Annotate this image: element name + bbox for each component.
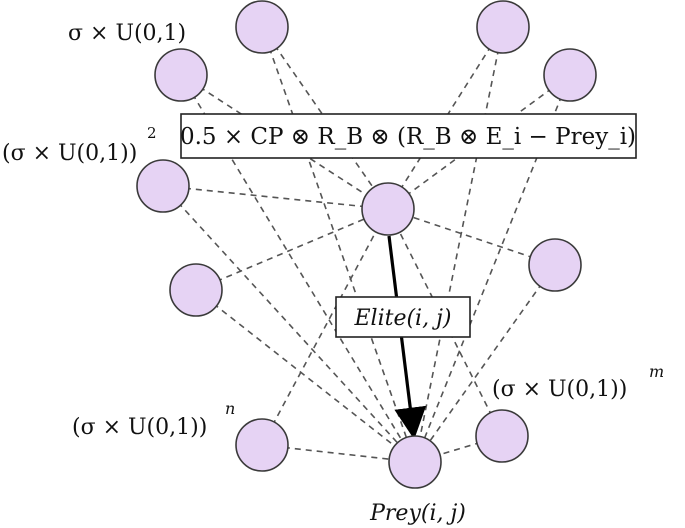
edge — [387, 26, 504, 210]
edge — [387, 208, 556, 266]
edge — [387, 208, 503, 437]
edge — [261, 26, 416, 463]
node-bottom-left — [235, 418, 289, 472]
label-sigma-u: σ × U(0,1) — [68, 21, 186, 46]
node-mid-right — [528, 238, 582, 292]
node-top-left-upper — [235, 0, 289, 54]
node-top-left — [154, 48, 208, 102]
node-center-elite — [361, 182, 415, 236]
label-sigma-u-squared-exponent: 2 — [147, 124, 157, 142]
label-sigma-u-m: (σ × U(0,1)) — [492, 377, 627, 402]
edge — [195, 289, 416, 463]
node-prey — [388, 435, 442, 489]
edge — [414, 264, 556, 463]
node-bottom-right — [475, 409, 529, 463]
formula-text: 0.5 × CP ⊗ R_B ⊗ (R_B ⊗ E_i − Prey_i) — [180, 124, 636, 150]
edge — [162, 185, 416, 463]
edge — [261, 208, 389, 446]
edge — [414, 26, 504, 463]
node-mid-left-lower — [169, 263, 223, 317]
nodes — [136, 0, 597, 489]
elite-label: Elite(i, j) — [353, 306, 451, 331]
node-top-right-upper — [476, 0, 530, 54]
formula-box — [180, 113, 637, 159]
label-sigma-u-squared: (σ × U(0,1)) — [2, 141, 137, 166]
node-mid-left-upper — [136, 159, 190, 213]
label-prey: Prey(i, j) — [369, 501, 466, 526]
label-sigma-u-m-exponent: m — [649, 362, 664, 381]
edge — [195, 208, 389, 291]
node-top-right — [543, 48, 597, 102]
label-sigma-u-n: (σ × U(0,1)) — [72, 415, 207, 440]
label-sigma-u-n-exponent: n — [225, 399, 235, 418]
elite-label-box — [335, 296, 471, 338]
edge — [162, 185, 389, 210]
edge — [180, 74, 416, 463]
